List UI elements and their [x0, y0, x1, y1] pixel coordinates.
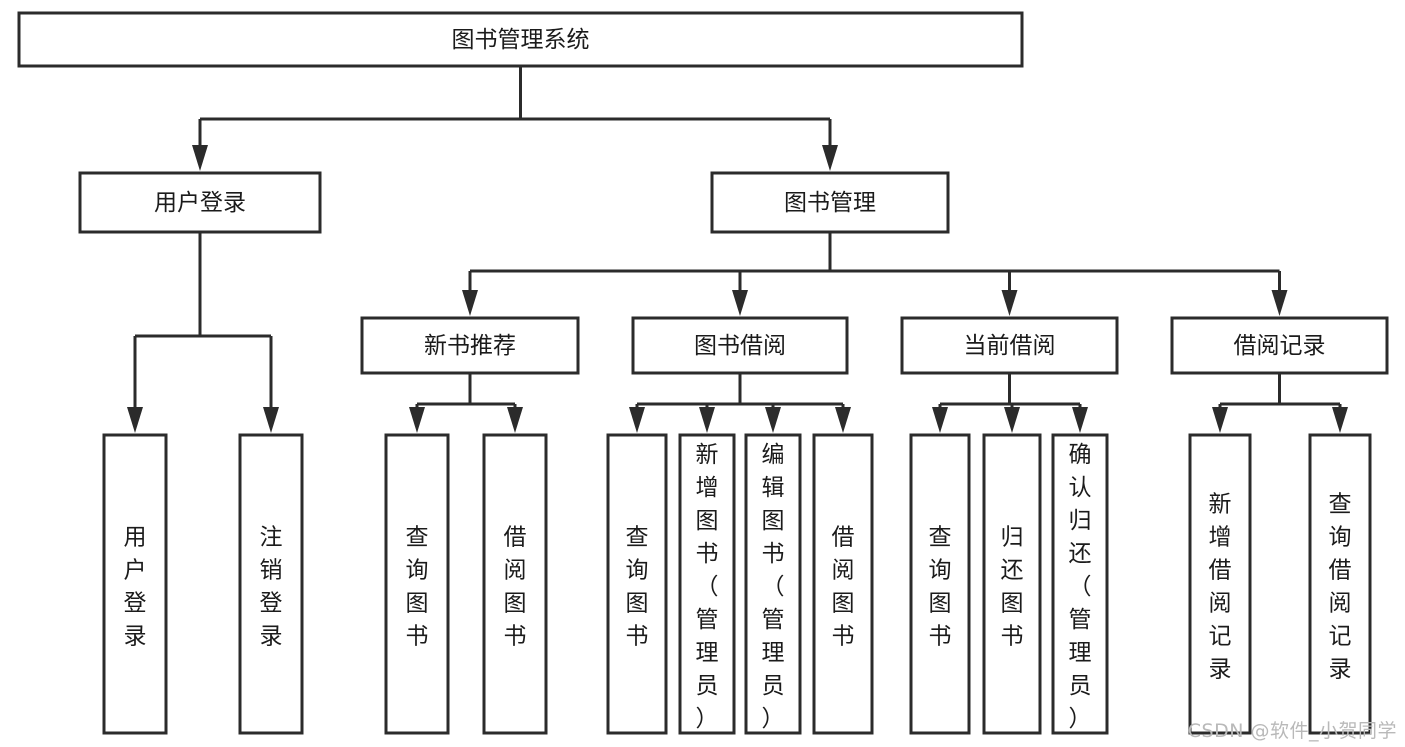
arrow-head-icon: [192, 145, 208, 171]
node-box[interactable]: [909, 433, 971, 735]
node-label: 图书管理系统: [452, 27, 590, 53]
node-label: 图书管理: [784, 190, 876, 216]
node-box[interactable]: [631, 316, 849, 375]
node-l3-borrow-book-b[interactable]: 借阅图书: [812, 433, 874, 735]
node-l2-borrow-record[interactable]: 借阅记录: [1170, 316, 1389, 375]
arrow-head-icon: [409, 407, 425, 433]
node-l3-query-book-b[interactable]: 查询图书: [606, 433, 668, 735]
connector-group-l1_user_login: [127, 232, 279, 433]
node-l3-edit-book[interactable]: 编辑图书（管理员）: [744, 433, 802, 735]
arrow-head-icon: [1212, 407, 1228, 433]
node-l3-add-book[interactable]: 新增图书（管理员）: [678, 433, 736, 735]
connector-group-l2_borrow_record: [1212, 373, 1348, 433]
node-label: 借阅图书: [504, 524, 527, 649]
node-l2-new-book-rec[interactable]: 新书推荐: [360, 316, 580, 375]
node-label: 编辑图书（管理员）: [762, 442, 785, 732]
arrow-head-icon: [1332, 407, 1348, 433]
arrow-head-icon: [507, 407, 523, 433]
node-box[interactable]: [102, 433, 168, 735]
arrow-head-icon: [1072, 407, 1088, 433]
node-box[interactable]: [710, 171, 950, 234]
node-box[interactable]: [606, 433, 668, 735]
node-label: 借阅记录: [1234, 333, 1326, 359]
arrow-head-icon: [765, 407, 781, 433]
node-l3-add-record[interactable]: 新增借阅记录: [1188, 433, 1252, 735]
arrow-head-icon: [462, 290, 478, 316]
node-label: 查询图书: [929, 524, 952, 649]
node-label: 图书借阅: [694, 333, 786, 359]
arrow-head-icon: [1001, 290, 1018, 316]
node-l3-logout[interactable]: 注销登录: [238, 433, 304, 735]
arrow-head-icon: [1004, 407, 1020, 433]
node-label: 查询借阅记录: [1329, 491, 1352, 682]
node-label: 用户登录: [154, 190, 246, 216]
node-label: 注销登录: [260, 524, 283, 649]
connector-group-l1_book_mgmt: [462, 232, 1288, 316]
node-box[interactable]: [1188, 433, 1252, 735]
node-l1-book-mgmt[interactable]: 图书管理: [710, 171, 950, 234]
node-label: 确认归还（管理员）: [1069, 442, 1092, 732]
node-box[interactable]: [17, 11, 1024, 68]
node-label: 新增借阅记录: [1209, 491, 1232, 682]
arrow-head-icon: [263, 407, 279, 433]
node-box[interactable]: [678, 433, 736, 735]
node-root[interactable]: 图书管理系统: [17, 11, 1024, 68]
connector-group-l2_current_borrow: [932, 373, 1088, 433]
node-label: 归还图书: [1001, 524, 1024, 649]
node-label: 新增图书（管理员）: [696, 442, 719, 732]
node-box[interactable]: [1170, 316, 1389, 375]
edges-layer: [127, 66, 1348, 433]
node-l1-user-login[interactable]: 用户登录: [78, 171, 322, 234]
node-box[interactable]: [812, 433, 874, 735]
node-box[interactable]: [1308, 433, 1372, 735]
node-label: 新书推荐: [424, 333, 516, 359]
csdn-watermark: CSDN @软件_小贺同学: [1187, 720, 1397, 742]
arrow-head-icon: [932, 407, 948, 433]
arrow-head-icon: [629, 407, 645, 433]
node-l2-current-borrow[interactable]: 当前借阅: [900, 316, 1119, 375]
connector-group-l2_book_borrow: [629, 373, 851, 433]
node-box[interactable]: [238, 433, 304, 735]
arrow-head-icon: [822, 145, 838, 171]
arrow-head-icon: [835, 407, 851, 433]
node-l3-confirm-return[interactable]: 确认归还（管理员）: [1051, 433, 1109, 735]
node-l2-book-borrow[interactable]: 图书借阅: [631, 316, 849, 375]
connector-group-root: [192, 66, 838, 171]
node-l3-query-book-c[interactable]: 查询图书: [909, 433, 971, 735]
node-l3-query-record[interactable]: 查询借阅记录: [1308, 433, 1372, 735]
node-label: 借阅图书: [832, 524, 855, 649]
node-l3-user-login[interactable]: 用户登录: [102, 433, 168, 735]
node-label: 当前借阅: [964, 333, 1056, 359]
node-l3-query-book-a[interactable]: 查询图书: [384, 433, 450, 735]
node-box[interactable]: [78, 171, 322, 234]
node-box[interactable]: [1051, 433, 1109, 735]
node-box[interactable]: [360, 316, 580, 375]
arrow-head-icon: [732, 290, 748, 316]
arrow-head-icon: [127, 407, 143, 433]
nodes-layer: 图书管理系统用户登录图书管理新书推荐图书借阅当前借阅借阅记录用户登录注销登录查询…: [17, 11, 1389, 735]
node-box[interactable]: [384, 433, 450, 735]
node-box[interactable]: [482, 433, 548, 735]
node-label: 查询图书: [406, 524, 429, 649]
node-label: 用户登录: [124, 524, 147, 649]
arrow-head-icon: [1271, 290, 1288, 316]
arrow-head-icon: [699, 407, 715, 433]
node-box[interactable]: [744, 433, 802, 735]
connector-group-l2_new_book_rec: [409, 373, 523, 433]
node-label: 查询图书: [626, 524, 649, 649]
node-box[interactable]: [982, 433, 1042, 735]
node-box[interactable]: [900, 316, 1119, 375]
node-l3-borrow-book-a[interactable]: 借阅图书: [482, 433, 548, 735]
node-l3-return-book[interactable]: 归还图书: [982, 433, 1042, 735]
